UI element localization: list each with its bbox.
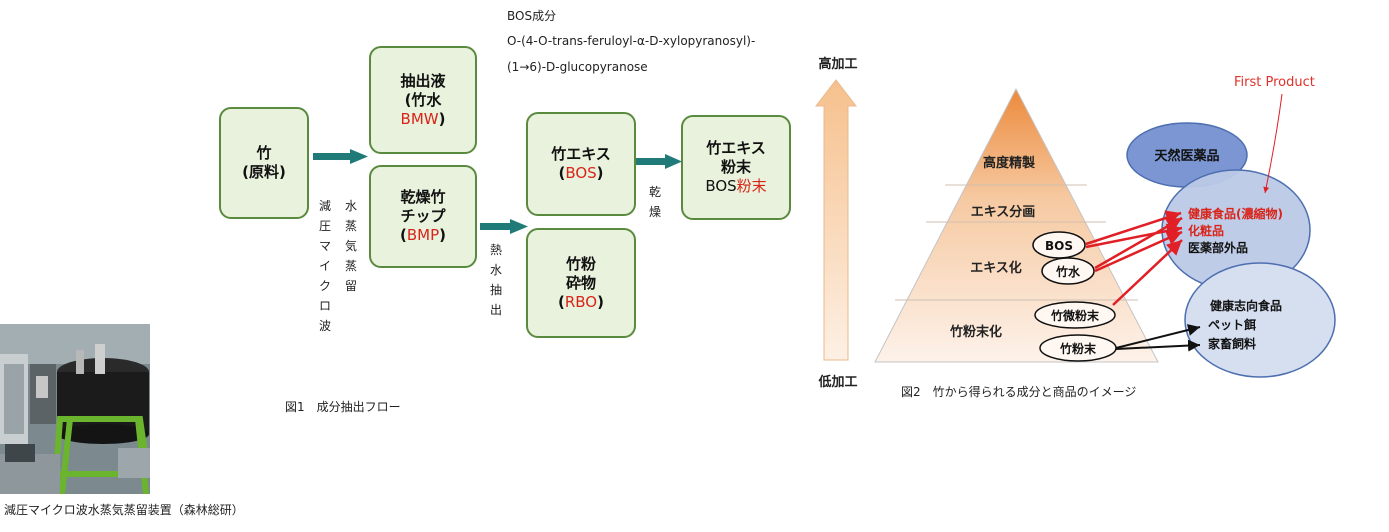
bos-code: BOS: [565, 164, 597, 182]
label-drying: 乾燥: [648, 185, 661, 219]
pyramid-shape: [874, 87, 1159, 363]
arrow-raw-to-chip: [313, 149, 368, 164]
arrow-water-health-food: [1094, 216, 1183, 270]
level-extraction: エキス化: [970, 260, 1022, 276]
label-high-processing: 高加工: [818, 56, 857, 72]
label-low-processing: 低加工: [817, 374, 857, 390]
crushed-bamboo-box: 竹粉 砕物 (RBO): [526, 228, 636, 338]
bubble-health-oriented-label: 健康志向食品: [1210, 298, 1282, 313]
arrow-bos-health-food: [1085, 210, 1182, 246]
first-product-label: First Product: [1234, 75, 1315, 90]
rbo-code: RBO: [564, 292, 598, 311]
crushed-open: (: [558, 292, 565, 311]
processing-level-arrow: [814, 79, 858, 361]
dried-chip-label: 乾燥竹: [400, 188, 446, 206]
apparatus-photo: [0, 324, 150, 494]
bubble-quasi-drug-label: 医薬部外品: [1188, 240, 1248, 255]
extract-liquid-sub: (竹水: [404, 90, 442, 109]
bubble-health-food-label: 健康食品(濃縮物): [1188, 206, 1283, 221]
oval-fine-powder: [1034, 301, 1116, 329]
bos-title: BOS成分: [507, 9, 557, 23]
chip-close: ): [439, 226, 446, 244]
essence-powder-sub: 粉末: [720, 158, 751, 176]
chip-open: (: [400, 226, 407, 244]
extract-liquid-label: 抽出液: [400, 71, 446, 90]
dried-chip-sub: チップ: [400, 207, 446, 225]
level-fractionation: エキス分画: [971, 204, 1036, 220]
raw-bamboo-label: 竹: [256, 144, 272, 162]
arrow-powder-livestock: [1115, 339, 1201, 352]
first-product-pointer: [1263, 93, 1283, 194]
essence-close: ): [596, 164, 604, 182]
crushed-bamboo-sub: 砕物: [565, 273, 596, 292]
essence-powder-label: 竹エキス: [706, 139, 766, 157]
bubble-natural-label: 天然医薬品: [1154, 148, 1219, 164]
photo-caption: 減圧マイクロ波水蒸気蒸留装置（森林総研）: [4, 503, 244, 517]
dried-chip-box: 乾燥竹 チップ (BMP): [369, 165, 477, 268]
crushed-close: ): [597, 292, 604, 311]
essence-open: (: [558, 164, 566, 182]
level-refining: 高度精製: [983, 155, 1035, 171]
label-vacuum-microwave: 減圧マイクロ波: [318, 199, 331, 333]
apparatus-illustration: [0, 324, 150, 494]
arrow-powder-pet: [1115, 324, 1201, 349]
arrow-essence-to-powder: [636, 154, 682, 169]
raw-bamboo-sub: (原料): [242, 163, 286, 181]
crushed-bamboo-label: 竹粉: [565, 254, 596, 273]
bmw-code: BMW: [400, 109, 439, 128]
figure1-caption: 図1 成分抽出フロー: [285, 400, 401, 414]
raw-bamboo-box: 竹 (原料): [219, 107, 309, 219]
bamboo-essence-label: 竹エキス: [551, 145, 611, 163]
label-hot-water-extraction: 熱水抽出: [489, 243, 502, 317]
oval-fine-powder-label: 竹微粉末: [1050, 308, 1100, 323]
bmp-code: BMP: [406, 226, 440, 244]
arrow-fine-powder-quasi: [1112, 239, 1183, 306]
bubble-cosmetic-label: 化粧品: [1188, 223, 1224, 238]
bubble-health-oriented: [1184, 262, 1336, 378]
extract-liquid-box: 抽出液 (竹水 BMW): [369, 46, 477, 154]
powder-code: 粉末: [736, 177, 767, 195]
figure2-caption: 図2 竹から得られる成分と商品のイメージ: [901, 385, 1137, 399]
extract-close: ): [438, 109, 446, 128]
oval-bos-label: BOS: [1045, 239, 1073, 253]
bos-formula-line1: O-(4-O-trans-feruloyl-α-D-xylopyranosyl)…: [507, 34, 756, 48]
arrow-chip-to-crushed: [480, 219, 528, 234]
oval-water-label: 竹水: [1055, 264, 1081, 279]
essence-powder-box: 竹エキス 粉末 BOS粉末: [681, 115, 791, 220]
powder-prefix: BOS: [705, 177, 737, 195]
bubble-pet-label: ペット餌: [1208, 317, 1256, 332]
level-powdering: 竹粉末化: [949, 324, 1002, 340]
bamboo-essence-box: 竹エキス (BOS): [526, 112, 636, 216]
oval-bamboo-water: [1041, 257, 1095, 285]
oval-powder-label: 竹粉末: [1059, 341, 1097, 356]
bos-formula-line2: (1→6)-D-glucopyranose: [507, 60, 648, 74]
label-steam-distillation: 水蒸気蒸留: [344, 199, 357, 293]
arrow-water-cosmetic: [1094, 230, 1183, 273]
bubble-livestock-label: 家畜飼料: [1208, 336, 1256, 351]
